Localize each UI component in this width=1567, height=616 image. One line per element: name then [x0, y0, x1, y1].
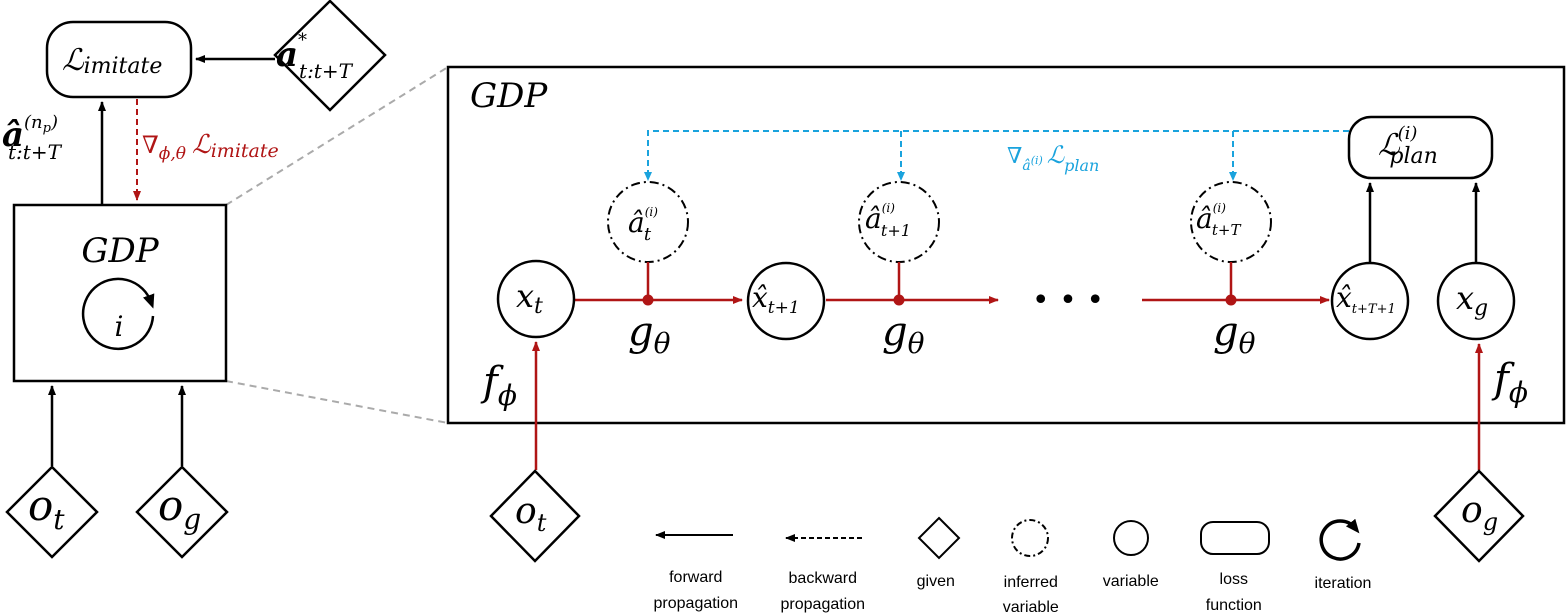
plan-gradient-label: ∇â(i)ℒplan: [1007, 141, 1099, 175]
obs-g-node-right: og: [1433, 469, 1525, 563]
legend-loss-icon: [1200, 521, 1270, 555]
obs-g-node-left: og: [135, 465, 229, 559]
svg-text:â(i)t+T: â(i)t+T: [1196, 201, 1242, 239]
legend-inferred-icon: [1011, 519, 1049, 557]
svg-text:forward propagation: forward propagation backward propagation…: [654, 569, 1372, 616]
plan-gradient-line: [644, 130, 1349, 181]
output-action-label: â(np)t:t+T: [2, 112, 63, 164]
svg-text:ℒimitate: ℒimitate: [62, 43, 162, 79]
action-node-2: â(i)t+1: [858, 181, 940, 263]
svg-text:og: og: [158, 481, 201, 536]
legend: forward propagation backward propagation…: [654, 516, 1372, 616]
ellipsis: • • •: [1032, 283, 1104, 318]
gdp-panel-title: GDP: [470, 76, 548, 116]
state-node-xg: xg: [1436, 261, 1516, 341]
dynamics-label-2: gθ: [882, 309, 925, 360]
encoder-label-t: fϕ: [480, 359, 517, 412]
svg-text:GDP: GDP: [81, 231, 159, 271]
svg-text:ℒ(i)plan: ℒ(i)plan: [1378, 123, 1438, 169]
plan-loss-node: ℒ(i)plan: [1347, 115, 1494, 180]
target-action-node: a*t:t+T: [273, 0, 387, 112]
svg-text:xt: xt: [516, 277, 543, 319]
obs-t-node-left: ot: [5, 465, 99, 559]
iteration-variable: i: [115, 310, 124, 343]
dynamics-junction-3: [1225, 294, 1237, 306]
dynamics-label-1: gθ: [628, 309, 671, 360]
state-node-xt1: x̂t+1: [746, 261, 826, 341]
svg-text:ot: ot: [28, 481, 65, 536]
legend-variable-icon: [1113, 520, 1149, 556]
state-node-xtT1: x̂t+T+1: [1330, 261, 1410, 341]
gdp-detail-panel: [446, 65, 1566, 425]
encoder-label-g: fϕ: [1491, 356, 1528, 409]
svg-text:og: og: [1461, 490, 1498, 536]
svg-text:xg: xg: [1456, 279, 1488, 321]
zoom-line-bottom: [225, 380, 449, 424]
action-node-3: â(i)t+T: [1190, 181, 1272, 263]
svg-text:a*t:t+T: a*t:t+T: [276, 30, 354, 83]
zoom-line-top: [225, 66, 449, 206]
state-node-xt: xt: [496, 259, 576, 339]
imitation-loss-node: ℒimitate: [45, 20, 193, 99]
svg-text:x̂t+1: x̂t+1: [752, 281, 800, 318]
svg-text:ot: ot: [515, 491, 547, 537]
legend-given-icon: [917, 516, 961, 560]
obs-t-node-right: ot: [489, 469, 581, 563]
gdp-module: GDP i: [12, 203, 228, 383]
dynamics-junction-2: [893, 294, 905, 306]
svg-text:â(i)t: â(i)t: [628, 205, 658, 245]
iteration-icon: [81, 277, 155, 351]
action-node-1: â(i)t: [607, 181, 689, 263]
dynamics-junction-1: [642, 294, 654, 306]
legend-iteration-icon: [1319, 518, 1361, 561]
dynamics-label-3: gθ: [1213, 309, 1256, 360]
svg-text:x̂t+T+1: x̂t+T+1: [1336, 281, 1396, 317]
svg-text:â(i)t+1: â(i)t+1: [865, 201, 911, 240]
